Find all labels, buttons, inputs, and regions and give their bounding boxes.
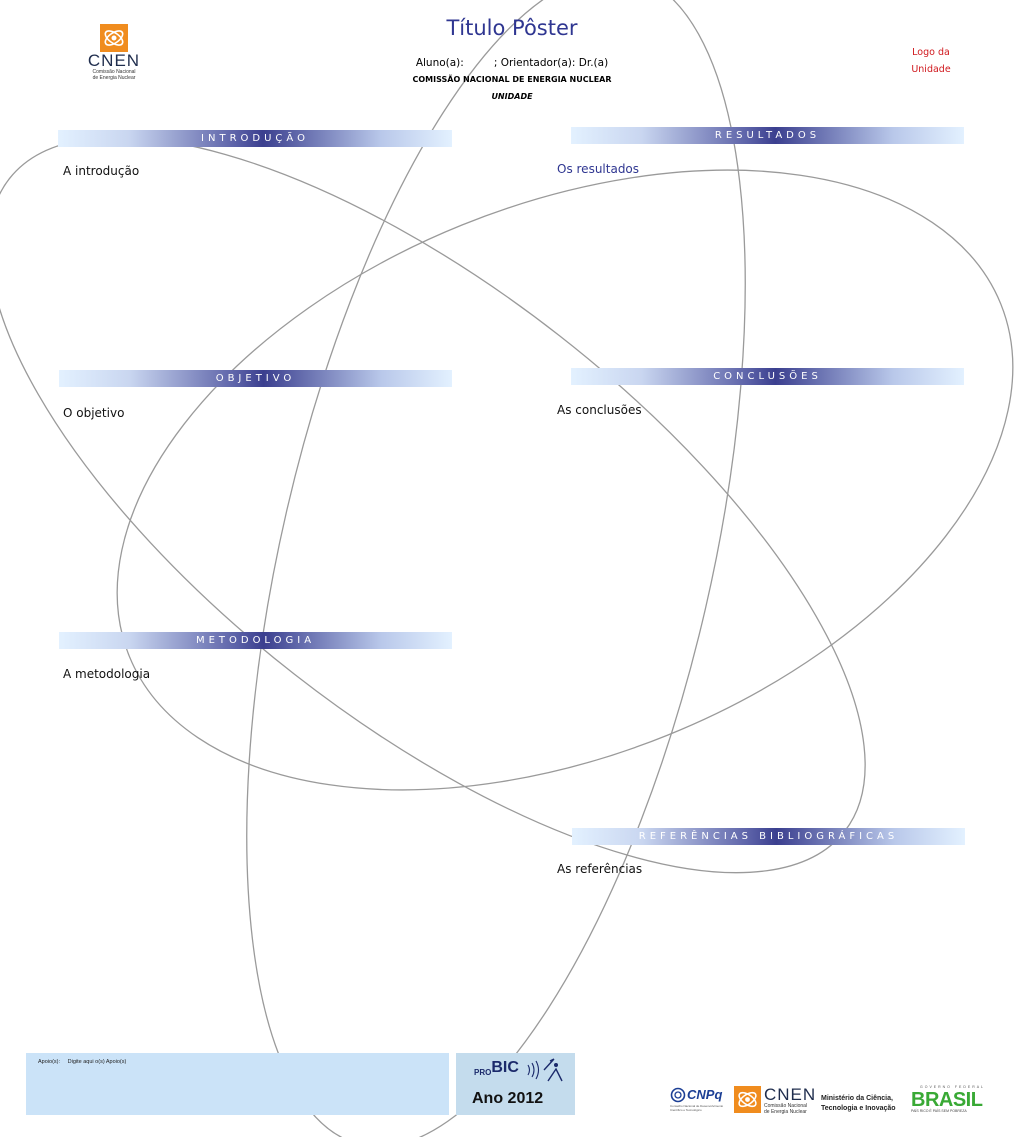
support-label-row: Apoio(s): Digite aqui o(s) Apoio(s) [38, 1059, 126, 1065]
probic-logo-box: PROBIC Ano 2012 [456, 1053, 575, 1115]
section-header-introducao: INTRODUÇÃO [58, 130, 452, 147]
section-text-introducao[interactable]: A introdução [63, 164, 140, 178]
support-label: Apoio(s): [38, 1059, 61, 1065]
support-box[interactable]: Apoio(s): Digite aqui o(s) Apoio(s) [26, 1053, 449, 1115]
cnen-footer-subtitle-2: de Energia Nuclear [764, 1109, 807, 1115]
support-placeholder[interactable]: Digite aqui o(s) Apoio(s) [67, 1059, 127, 1065]
unit-name[interactable]: UNIDADE [491, 92, 533, 101]
probic-year: Ano 2012 [472, 1090, 544, 1107]
cnpq-logo: CNPq Conselho Nacional de Desenvolviment… [670, 1087, 730, 1113]
unit-logo-line-2: Unidade [911, 64, 951, 75]
ministry-line-2: Tecnologia e Inovação [821, 1105, 896, 1112]
unit-logo-line-1: Logo da [912, 47, 950, 58]
cnpq-fullname: Conselho Nacional de Desenvolvimento Cie… [670, 1104, 724, 1112]
brasil-slogan: PAÍS RICO É PAÍS SEM POBREZA [911, 1109, 967, 1113]
section-text-metodologia[interactable]: A metodologia [63, 667, 151, 681]
cnen-footer-atom-icon [734, 1086, 761, 1113]
cnen-footer-word: CNEN [764, 1085, 817, 1104]
student-label: Aluno(a): [415, 57, 464, 69]
cnpq-word: CNPq [687, 1087, 723, 1102]
cnen-logo-word: CNEN [87, 51, 141, 70]
orbit-ellipse-diagonal [0, 136, 866, 874]
cnen-logo: CNEN Comissão Nacional de Energia Nuclea… [84, 24, 144, 86]
cnen-logo-subtitle-1: Comissão Nacional [92, 69, 136, 75]
section-text-resultados[interactable]: Os resultados [557, 162, 640, 176]
probic-prefix: PRO [474, 1068, 492, 1077]
poster-title[interactable]: Título Pôster [446, 16, 578, 40]
orbit-ellipse-horizontal [116, 169, 1014, 791]
cnpq-swirl-icon [670, 1087, 686, 1103]
brasil-gov-label: GOVERNO FEDERAL [920, 1085, 986, 1089]
ministry-logo: Ministério da Ciência, Tecnologia e Inov… [821, 1094, 907, 1114]
cnen-footer-logo: CNEN Comissão Nacional de Energia Nuclea… [734, 1085, 818, 1115]
section-header-resultados: RESULTADOS [571, 127, 964, 144]
section-text-referencias[interactable]: As referências [557, 862, 643, 876]
cnen-footer-subtitle-1: Comissão Nacional [764, 1103, 808, 1109]
orbit-ellipse-vertical [246, 0, 746, 1137]
authors-line[interactable]: Aluno(a): ; Orientador(a): Dr.(a) [312, 57, 712, 69]
advisor-label: ; Orientador(a): Dr.(a) [493, 57, 609, 69]
brasil-word: BRASIL [911, 1089, 983, 1111]
section-header-objetivo: OBJETIVO [59, 370, 452, 387]
cnen-footer-subtitle: Comissão Nacional de Energia Nuclear [764, 1103, 807, 1115]
institution-name: COMISSÃO NACIONAL DE ENERGIA NUCLEAR [412, 75, 612, 84]
cnen-logo-subtitle-2: de Energia Nuclear [92, 75, 136, 81]
cnen-atom-icon [100, 24, 128, 52]
probic-brand: PROBIC [474, 1059, 519, 1077]
ministry-line-1: Ministério da Ciência, [821, 1095, 893, 1102]
section-header-metodologia: METODOLOGIA [59, 632, 452, 649]
unit-logo-placeholder[interactable]: Logo da Unidade [900, 44, 962, 78]
brasil-government-logo: GOVERNO FEDERAL BRASIL PAÍS RICO É PAÍS … [910, 1085, 998, 1113]
probic-brand-word: BIC [491, 1059, 519, 1076]
section-header-conclusoes: CONCLUSÕES [571, 368, 964, 385]
section-text-objetivo[interactable]: O objetivo [63, 406, 125, 420]
probic-signal-icon [527, 1058, 563, 1082]
section-text-conclusoes[interactable]: As conclusões [557, 403, 642, 417]
section-header-referencias: REFERÊNCIAS BIBLIOGRÁFICAS [572, 828, 965, 845]
